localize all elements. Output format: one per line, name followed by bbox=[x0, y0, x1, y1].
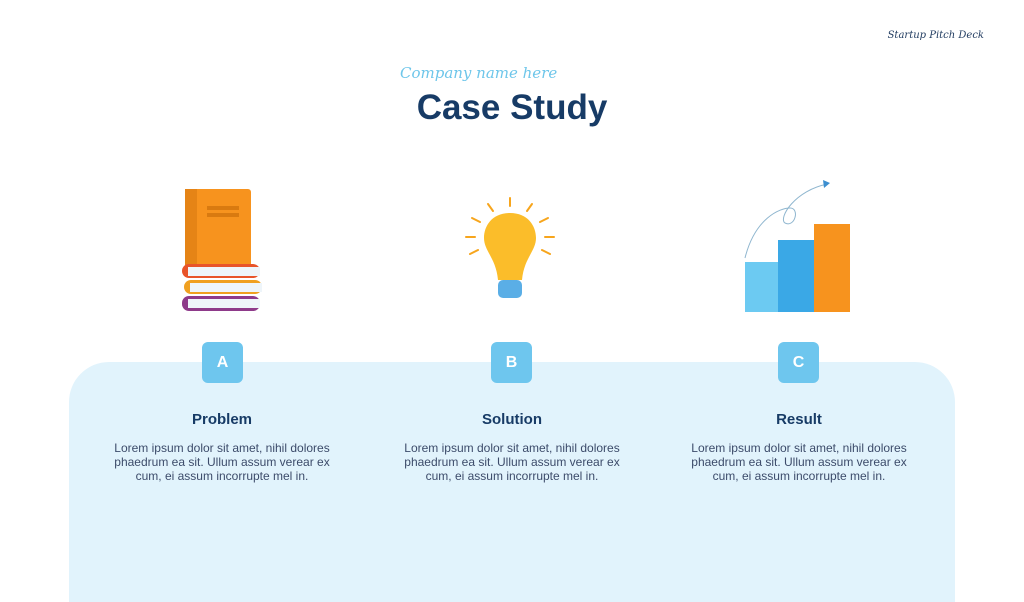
problem-heading: Problem bbox=[191, 411, 252, 428]
content-panel bbox=[69, 362, 955, 602]
solution-text: Lorem ipsum dolor sit amet, nihil dolore… bbox=[404, 441, 620, 483]
books-icon bbox=[182, 189, 262, 311]
result-text: Lorem ipsum dolor sit amet, nihil dolore… bbox=[691, 441, 907, 483]
badge-c: C bbox=[778, 342, 819, 383]
company-name: Company name here bbox=[400, 64, 558, 82]
badge-b: B bbox=[491, 342, 532, 383]
lightbulb-icon bbox=[465, 197, 555, 298]
solution-heading: Solution bbox=[482, 411, 542, 428]
problem-text: Lorem ipsum dolor sit amet, nihil dolore… bbox=[114, 441, 330, 483]
badge-a: A bbox=[202, 342, 243, 383]
page-title: Case Study bbox=[416, 88, 608, 127]
bar-chart-icon bbox=[744, 180, 850, 312]
deck-label: Startup Pitch Deck bbox=[887, 30, 984, 41]
result-heading: Result bbox=[776, 411, 822, 428]
